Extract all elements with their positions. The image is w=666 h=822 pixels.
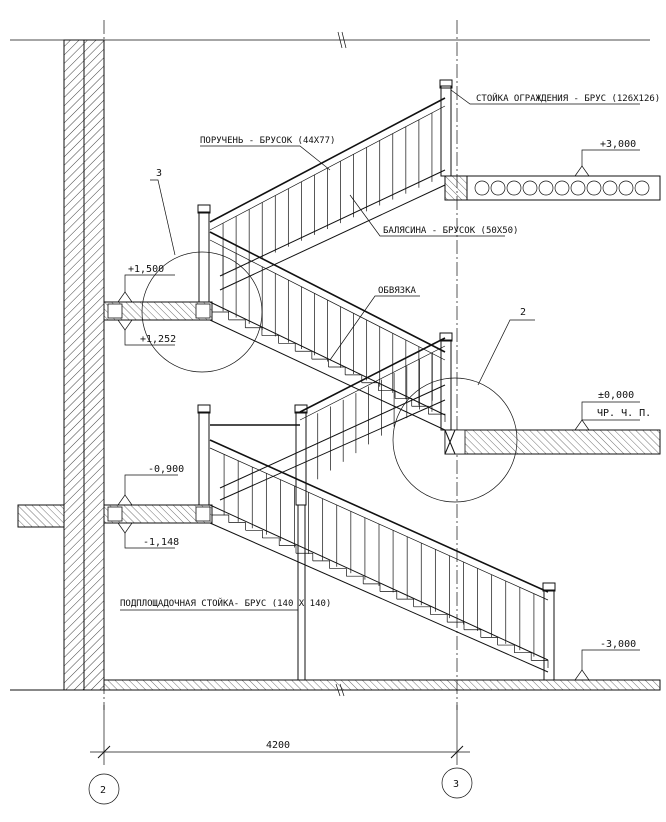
slab-hollow: [490, 180, 506, 196]
elevation-landing-upper-text: +1,500: [128, 264, 164, 275]
elevation-landing-lower-text: -0,900: [148, 464, 184, 475]
support-post-label-text: ПОДПЛОЩАДОЧНАЯ СТОЙКА- БРУС (140 Х 140): [120, 597, 331, 609]
span-dimension-text: 4200: [266, 740, 290, 751]
elevation-bottom-text: -3,000: [600, 639, 636, 650]
span-dimension: 4200: [90, 705, 470, 765]
baluster-label: БАЛЯСИНА - БРУСОК (50Х50): [349, 194, 518, 237]
floor-level-text: ЧР. Ч. П.: [597, 408, 651, 419]
elevation-landing-lower: -0,900: [117, 464, 184, 506]
support-post-label: ПОДПЛОЩАДОЧНАЯ СТОЙКА- БРУС (140 Х 140): [120, 597, 331, 611]
slab-hollow: [474, 180, 490, 196]
axis-left-text: 2: [100, 785, 106, 796]
slab-hollow: [506, 180, 522, 196]
flight-middle: [219, 384, 446, 501]
landing-lower: [103, 504, 213, 524]
stringer-label-text: ОБВЯЗКА: [378, 286, 417, 296]
flight-top: [219, 169, 446, 291]
elevation-bottom: -3,000: [574, 639, 640, 681]
axis-marker-right: 3: [441, 767, 473, 799]
axis-marker-left: 2: [88, 773, 120, 805]
handrail-label-text: ПОРУЧЕНЬ - БРУСОК (44Х77): [200, 136, 335, 146]
handrail-label: ПОРУЧЕНЬ - БРУСОК (44Х77): [200, 136, 335, 171]
railing-top: [209, 97, 446, 277]
elevation-landing-upper: +1,500: [117, 264, 175, 303]
post-label: СТОЙКА ОГРАЖДЕНИЯ - БРУС (126Х126): [450, 89, 660, 105]
slab-hollow: [554, 180, 570, 196]
elevation-top-text: +3,000: [600, 139, 636, 150]
detail-callout-2: 2: [392, 307, 535, 503]
slab-hollow: [538, 180, 554, 196]
upper-floor-slab: [444, 175, 661, 201]
detail-callout-3: 3: [141, 168, 263, 373]
detail-2-number: 2: [520, 307, 526, 318]
elevation-top: +3,000: [574, 139, 640, 177]
slab-hollow: [586, 180, 602, 196]
top-break-line: [10, 31, 650, 49]
baluster-label-text: БАЛЯСИНА - БРУСОК (50Х50): [383, 226, 518, 236]
railing-top-lower-run: [210, 337, 446, 480]
slab-hollow: [634, 180, 650, 196]
railing-lower: [209, 439, 549, 657]
elevation-zero-text: ±0,000: [598, 390, 634, 401]
detail-3-number: 3: [156, 168, 162, 179]
elevation-landing-lower-bottom: -1,148: [117, 522, 179, 549]
elevation-zero: ±0,000 ЧР. Ч. П.: [574, 390, 651, 431]
slab-hollow: [522, 180, 538, 196]
elevation-landing-upper-bottom-text: +1,252: [140, 334, 176, 345]
ground-floor-slab: [10, 679, 661, 697]
slab-hollow: [602, 180, 618, 196]
axis-right-text: 3: [453, 779, 459, 790]
newel-posts: [197, 79, 556, 681]
stringer-label: ОБВЯЗКА: [329, 286, 420, 361]
elevation-landing-lower-bottom-text: -1,148: [143, 537, 179, 548]
slab-hollow: [570, 180, 586, 196]
left-wall: [17, 39, 105, 691]
elevation-landing-upper-bottom: +1,252: [117, 319, 176, 346]
post-label-text: СТОЙКА ОГРАЖДЕНИЯ - БРУС (126Х126): [476, 92, 660, 104]
slab-hollow: [618, 180, 634, 196]
landing-upper: [103, 301, 213, 321]
zero-level-slab: [444, 429, 661, 455]
